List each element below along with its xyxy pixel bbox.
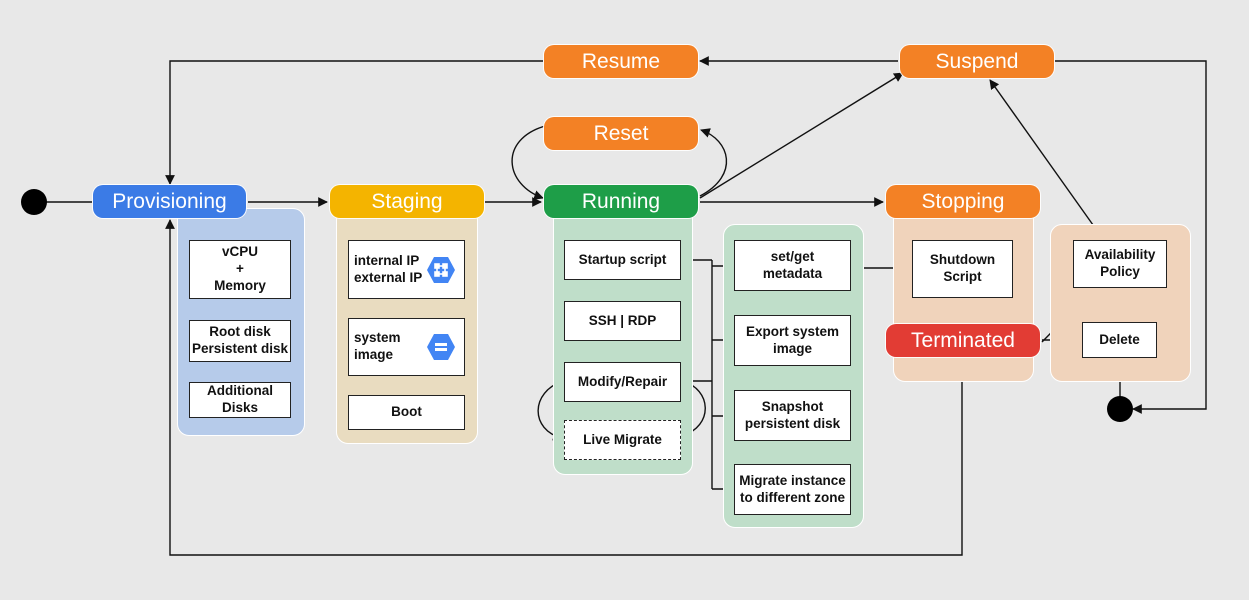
op-migrate-zone: Migrate instance to different zone (734, 464, 851, 515)
state-reset: Reset (544, 117, 698, 150)
step-live-migrate: Live Migrate (564, 420, 681, 460)
state-suspend: Suspend (900, 45, 1054, 78)
edge-resume-provisioning (165, 60, 543, 185)
step-ssh-rdp: SSH | RDP (564, 301, 681, 341)
step-shutdown-script: Shutdown Script (912, 240, 1013, 298)
state-resume: Resume (544, 45, 698, 78)
step-additional-disks: Additional Disks (189, 382, 291, 418)
step-root-disk: Root disk Persistent disk (189, 320, 291, 362)
step-ip-addresses: internal IP external IP (348, 240, 465, 299)
edge-reset-running (511, 125, 546, 200)
start-node (21, 189, 47, 215)
network-icon (427, 256, 455, 283)
state-terminated: Terminated (886, 324, 1040, 357)
step-modify-repair: Modify/Repair (564, 362, 681, 402)
step-startup-script: Startup script (564, 240, 681, 280)
step-system-image: system image (348, 318, 465, 376)
image-icon (427, 334, 455, 360)
op-export-image: Export system image (734, 315, 851, 366)
state-staging: Staging (330, 185, 484, 218)
end-node (1107, 396, 1133, 422)
step-vcpu-memory: vCPU + Memory (189, 240, 291, 299)
op-snapshot: Snapshot persistent disk (734, 390, 851, 441)
step-boot: Boot (348, 395, 465, 430)
step-ip-addresses-label: internal IP external IP (354, 252, 423, 285)
op-metadata: set/get metadata (734, 240, 851, 291)
action-availability-policy: Availability Policy (1073, 240, 1167, 288)
edge-running-reset (699, 128, 728, 197)
edge-terminated-provisioning (165, 219, 963, 556)
state-provisioning: Provisioning (93, 185, 246, 218)
step-system-image-label: system image (354, 330, 401, 362)
state-running: Running (544, 185, 698, 218)
state-stopping: Stopping (886, 185, 1040, 218)
edge-running-suspend (699, 72, 904, 199)
edge-suspend-end (1055, 60, 1207, 414)
action-delete: Delete (1082, 322, 1157, 358)
